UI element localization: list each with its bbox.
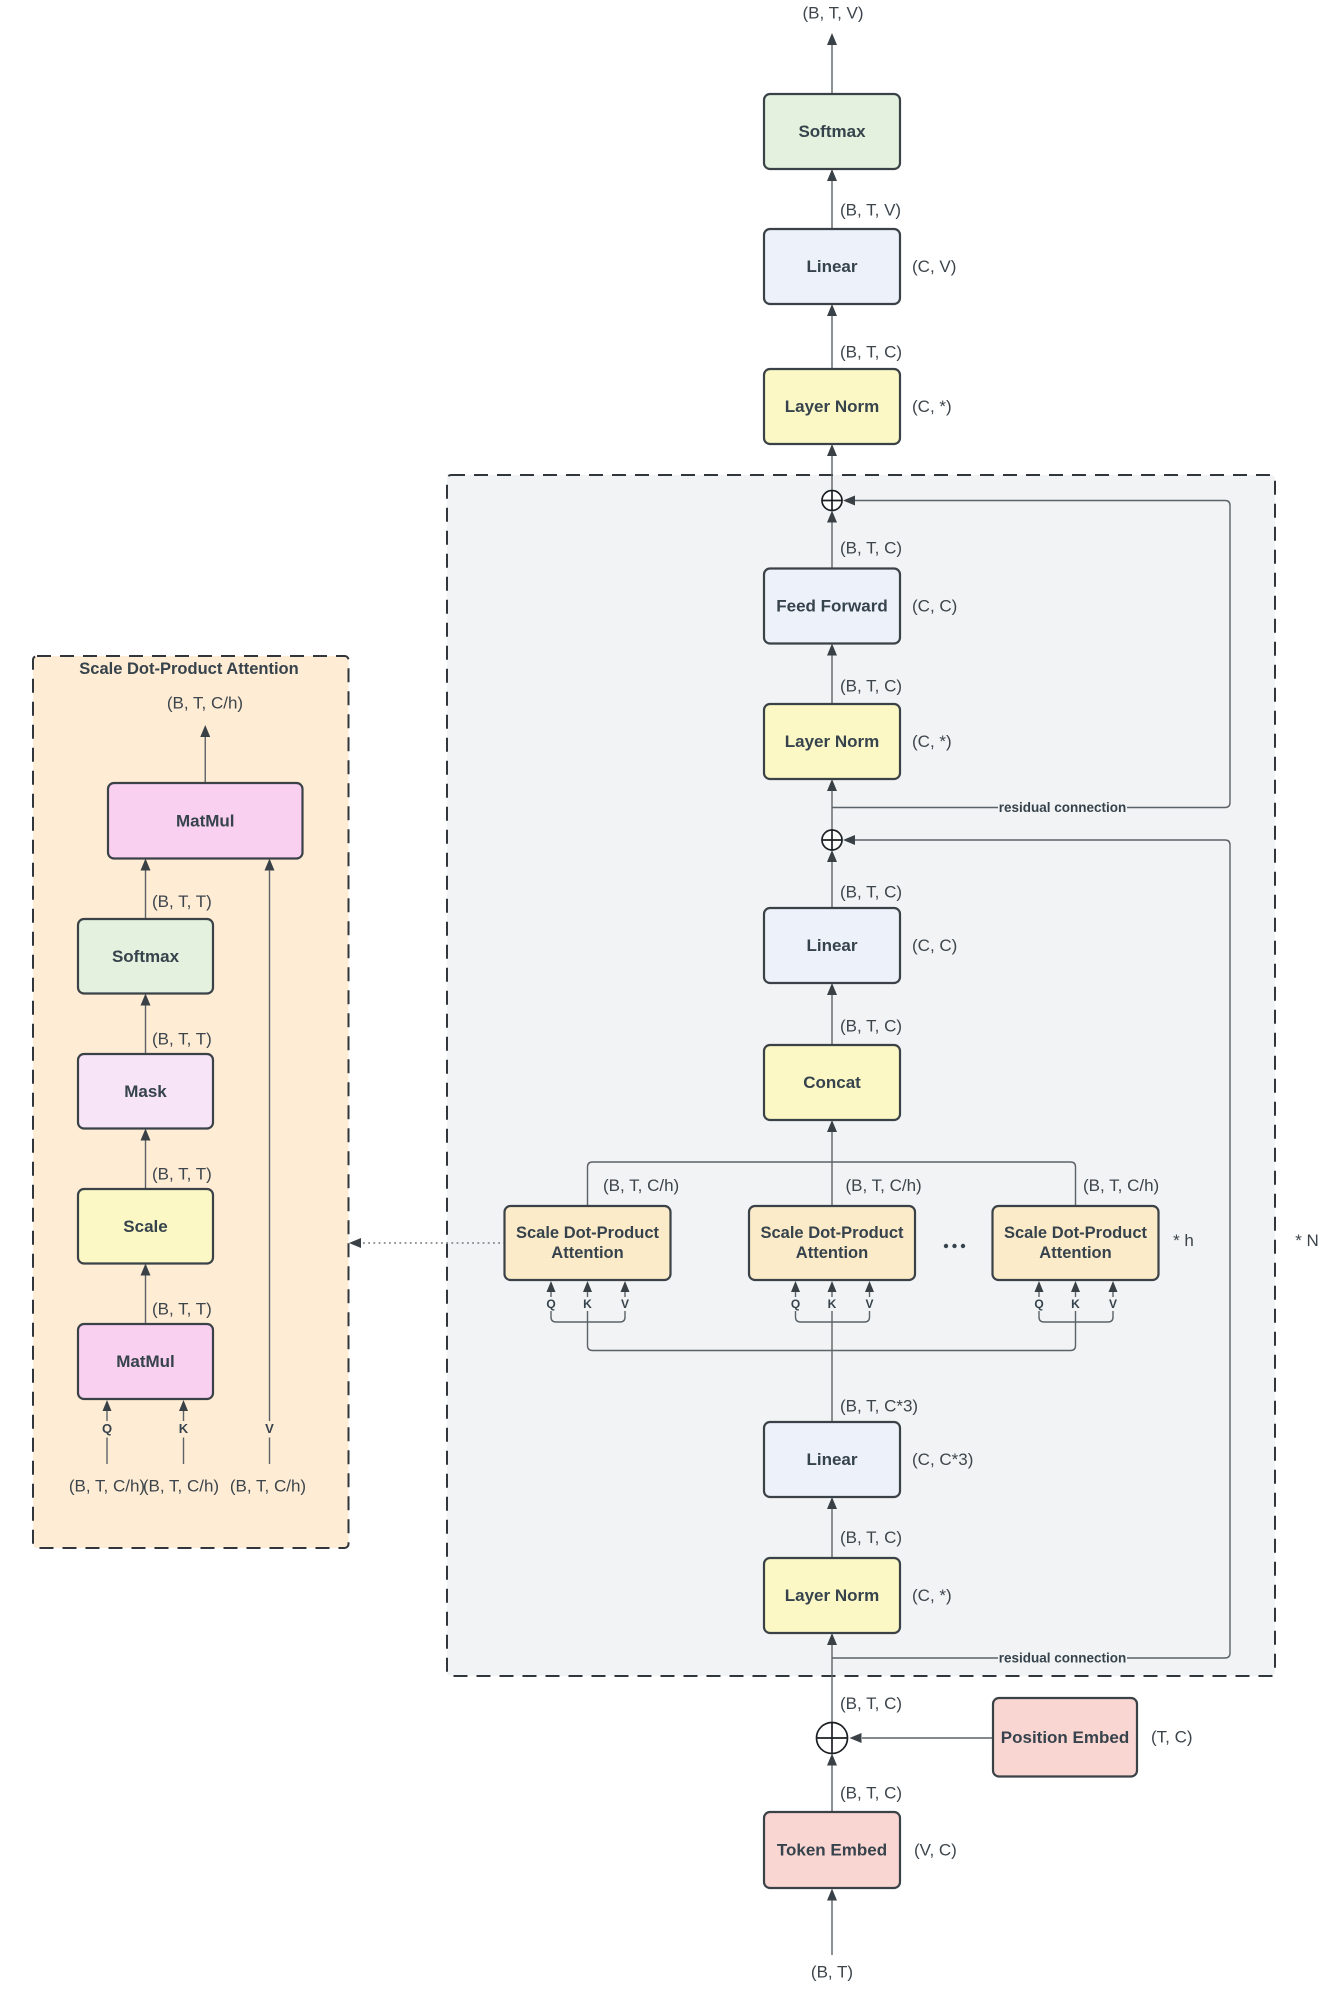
svg-text:(B, T, C/h): (B, T, C/h) bbox=[1083, 1176, 1159, 1195]
svg-text:K: K bbox=[1071, 1297, 1080, 1311]
svg-text:MatMul: MatMul bbox=[176, 811, 235, 830]
svg-text:Feed Forward: Feed Forward bbox=[776, 597, 887, 616]
svg-text:(B, T, T): (B, T, T) bbox=[152, 1164, 212, 1183]
svg-text:Scale: Scale bbox=[123, 1217, 167, 1236]
svg-text:Attention: Attention bbox=[796, 1244, 868, 1262]
svg-text:(B, T, C): (B, T, C) bbox=[840, 539, 902, 558]
svg-text:(C, V): (C, V) bbox=[912, 257, 956, 276]
svg-text:Q: Q bbox=[1034, 1297, 1043, 1311]
svg-text:(B, T, C): (B, T, C) bbox=[840, 343, 902, 362]
svg-text:(B, T, T): (B, T, T) bbox=[152, 1299, 212, 1318]
svg-text:(B, T, C/h): (B, T, C/h) bbox=[167, 694, 243, 713]
svg-text:Q: Q bbox=[546, 1297, 555, 1311]
svg-text:MatMul: MatMul bbox=[116, 1352, 175, 1371]
svg-text:(B, T, C*3): (B, T, C*3) bbox=[840, 1397, 918, 1416]
svg-text:Token Embed: Token Embed bbox=[777, 1841, 887, 1860]
svg-text:Q: Q bbox=[791, 1297, 800, 1311]
svg-text:(B, T, T): (B, T, T) bbox=[152, 1029, 212, 1048]
svg-text:Layer Norm: Layer Norm bbox=[785, 1586, 879, 1605]
svg-text:(B, T, C): (B, T, C) bbox=[840, 677, 902, 696]
svg-text:(B, T, C/h): (B, T, C/h) bbox=[230, 1477, 306, 1496]
svg-text:(B, T): (B, T) bbox=[811, 1963, 853, 1982]
svg-text:(T, C): (T, C) bbox=[1151, 1728, 1193, 1747]
svg-text:V: V bbox=[265, 1421, 274, 1436]
svg-text:Linear: Linear bbox=[806, 936, 857, 955]
svg-text:(C, *): (C, *) bbox=[912, 732, 952, 751]
svg-text:Scale Dot-Product: Scale Dot-Product bbox=[1004, 1224, 1148, 1242]
svg-text:Attention: Attention bbox=[551, 1244, 623, 1262]
svg-text:V: V bbox=[1109, 1297, 1117, 1311]
svg-text:Softmax: Softmax bbox=[798, 122, 866, 141]
svg-text:Layer Norm: Layer Norm bbox=[785, 397, 879, 416]
svg-text:Position Embed: Position Embed bbox=[1001, 1728, 1129, 1747]
svg-text:K: K bbox=[583, 1297, 592, 1311]
svg-text:Concat: Concat bbox=[803, 1073, 861, 1092]
svg-text:(B, T, C/h): (B, T, C/h) bbox=[603, 1176, 679, 1195]
svg-text:(B, T, C): (B, T, C) bbox=[840, 1784, 902, 1803]
svg-text:residual connection: residual connection bbox=[999, 800, 1127, 815]
svg-text:(C, C): (C, C) bbox=[912, 936, 957, 955]
svg-text:Scale Dot-Product: Scale Dot-Product bbox=[760, 1224, 904, 1242]
svg-text:(B, T, C/h): (B, T, C/h) bbox=[69, 1477, 145, 1496]
svg-text:* N: * N bbox=[1295, 1231, 1319, 1250]
svg-text:(B, T, T): (B, T, T) bbox=[152, 892, 212, 911]
svg-text:(B, T, C/h): (B, T, C/h) bbox=[143, 1477, 219, 1496]
svg-text:(C, C*3): (C, C*3) bbox=[912, 1450, 973, 1469]
svg-text:K: K bbox=[179, 1421, 189, 1436]
svg-text:Scale Dot-Product: Scale Dot-Product bbox=[516, 1224, 660, 1242]
svg-text:Attention: Attention bbox=[1039, 1244, 1111, 1262]
svg-text:(C, *): (C, *) bbox=[912, 397, 952, 416]
svg-text:residual connection: residual connection bbox=[999, 1651, 1127, 1666]
svg-text:Softmax: Softmax bbox=[112, 947, 180, 966]
svg-text:(B, T, C): (B, T, C) bbox=[840, 1017, 902, 1036]
svg-text:V: V bbox=[621, 1297, 629, 1311]
svg-text:(B, T, V): (B, T, V) bbox=[802, 4, 863, 23]
svg-text:Linear: Linear bbox=[806, 1450, 857, 1469]
svg-text:(C, *): (C, *) bbox=[912, 1586, 952, 1605]
svg-text:(B, T, V): (B, T, V) bbox=[840, 201, 901, 220]
svg-text:* h: * h bbox=[1173, 1231, 1194, 1250]
svg-text:(B, T, C/h): (B, T, C/h) bbox=[846, 1176, 922, 1195]
svg-text:(B, T, C): (B, T, C) bbox=[840, 883, 902, 902]
svg-text:Scale Dot-Product Attention: Scale Dot-Product Attention bbox=[79, 660, 298, 678]
svg-text:Linear: Linear bbox=[806, 257, 857, 276]
svg-text:(B, T, C): (B, T, C) bbox=[840, 1694, 902, 1713]
svg-text:V: V bbox=[865, 1297, 873, 1311]
svg-text:(C, C): (C, C) bbox=[912, 597, 957, 616]
svg-text:(V, C): (V, C) bbox=[914, 1841, 957, 1860]
svg-text:Layer Norm: Layer Norm bbox=[785, 732, 879, 751]
svg-text:Q: Q bbox=[102, 1421, 112, 1436]
svg-text:K: K bbox=[828, 1297, 837, 1311]
svg-text:Mask: Mask bbox=[124, 1082, 167, 1101]
svg-text:(B, T, C): (B, T, C) bbox=[840, 1528, 902, 1547]
